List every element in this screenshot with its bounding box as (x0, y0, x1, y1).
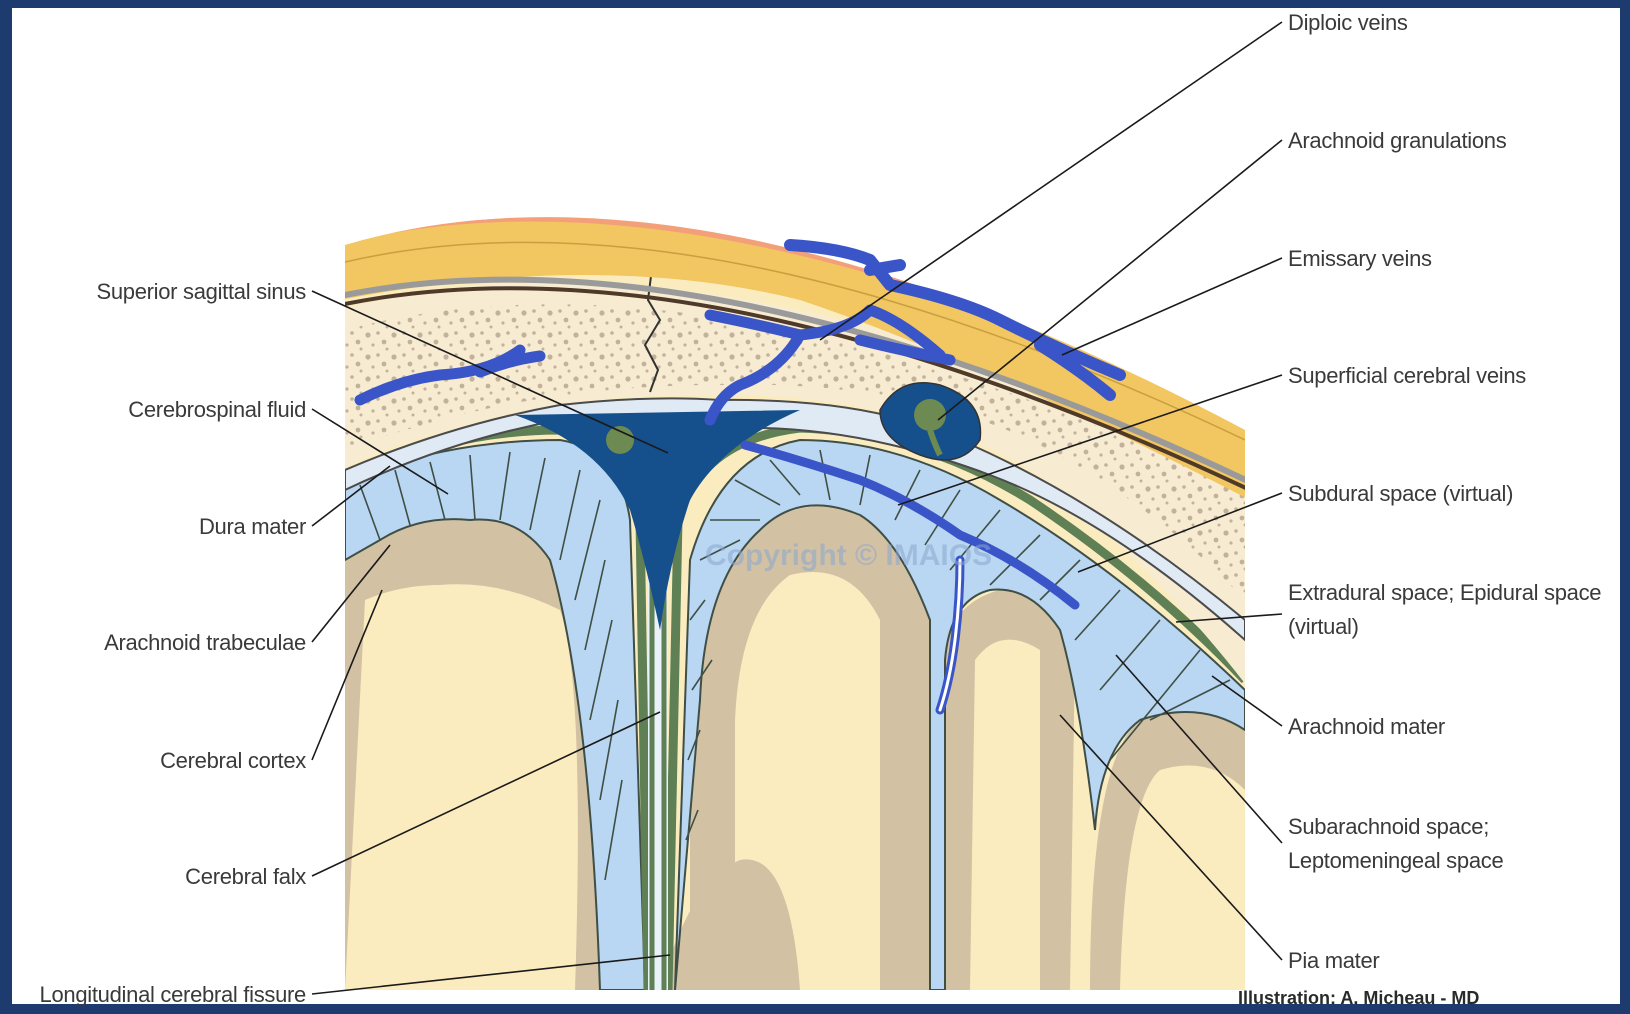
left-labels: Superior sagittal sinus Cerebrospinal fl… (40, 279, 307, 1007)
label-superior-sagittal-sinus: Superior sagittal sinus (96, 279, 306, 304)
label-diploic-veins: Diploic veins (1288, 10, 1408, 35)
label-dura-mater: Dura mater (199, 514, 306, 539)
label-cerebral-falx: Cerebral falx (185, 864, 306, 889)
cross-section (340, 200, 1250, 1000)
label-arachnoid-granulations: Arachnoid granulations (1288, 128, 1507, 153)
label-pia-mater: Pia mater (1288, 948, 1379, 973)
label-subarachnoid-space: Subarachnoid space; (1288, 814, 1489, 839)
label-subdural-space: Subdural space (virtual) (1288, 481, 1513, 506)
right-labels: Diploic veins Arachnoid granulations Emi… (1288, 10, 1601, 973)
label-arachnoid-trabeculae: Arachnoid trabeculae (104, 630, 306, 655)
label-superficial-cerebral-veins: Superficial cerebral veins (1288, 363, 1526, 388)
label-arachnoid-mater: Arachnoid mater (1288, 714, 1445, 739)
label-emissary-veins: Emissary veins (1288, 246, 1432, 271)
label-cerebral-cortex: Cerebral cortex (160, 748, 306, 773)
label-longitudinal-cerebral-fissure: Longitudinal cerebral fissure (40, 982, 307, 1007)
label-extradural-space: Extradural space; Epidural space (1288, 580, 1601, 605)
label-leptomeningeal-space: Leptomeningeal space (1288, 848, 1503, 873)
label-cerebrospinal-fluid: Cerebrospinal fluid (128, 397, 306, 422)
watermark: Copyright © IMAIOS (705, 539, 992, 572)
label-extradural-virtual: (virtual) (1288, 614, 1359, 639)
illustration-credit: Illustration: A. Micheau - MD (1238, 988, 1479, 1008)
